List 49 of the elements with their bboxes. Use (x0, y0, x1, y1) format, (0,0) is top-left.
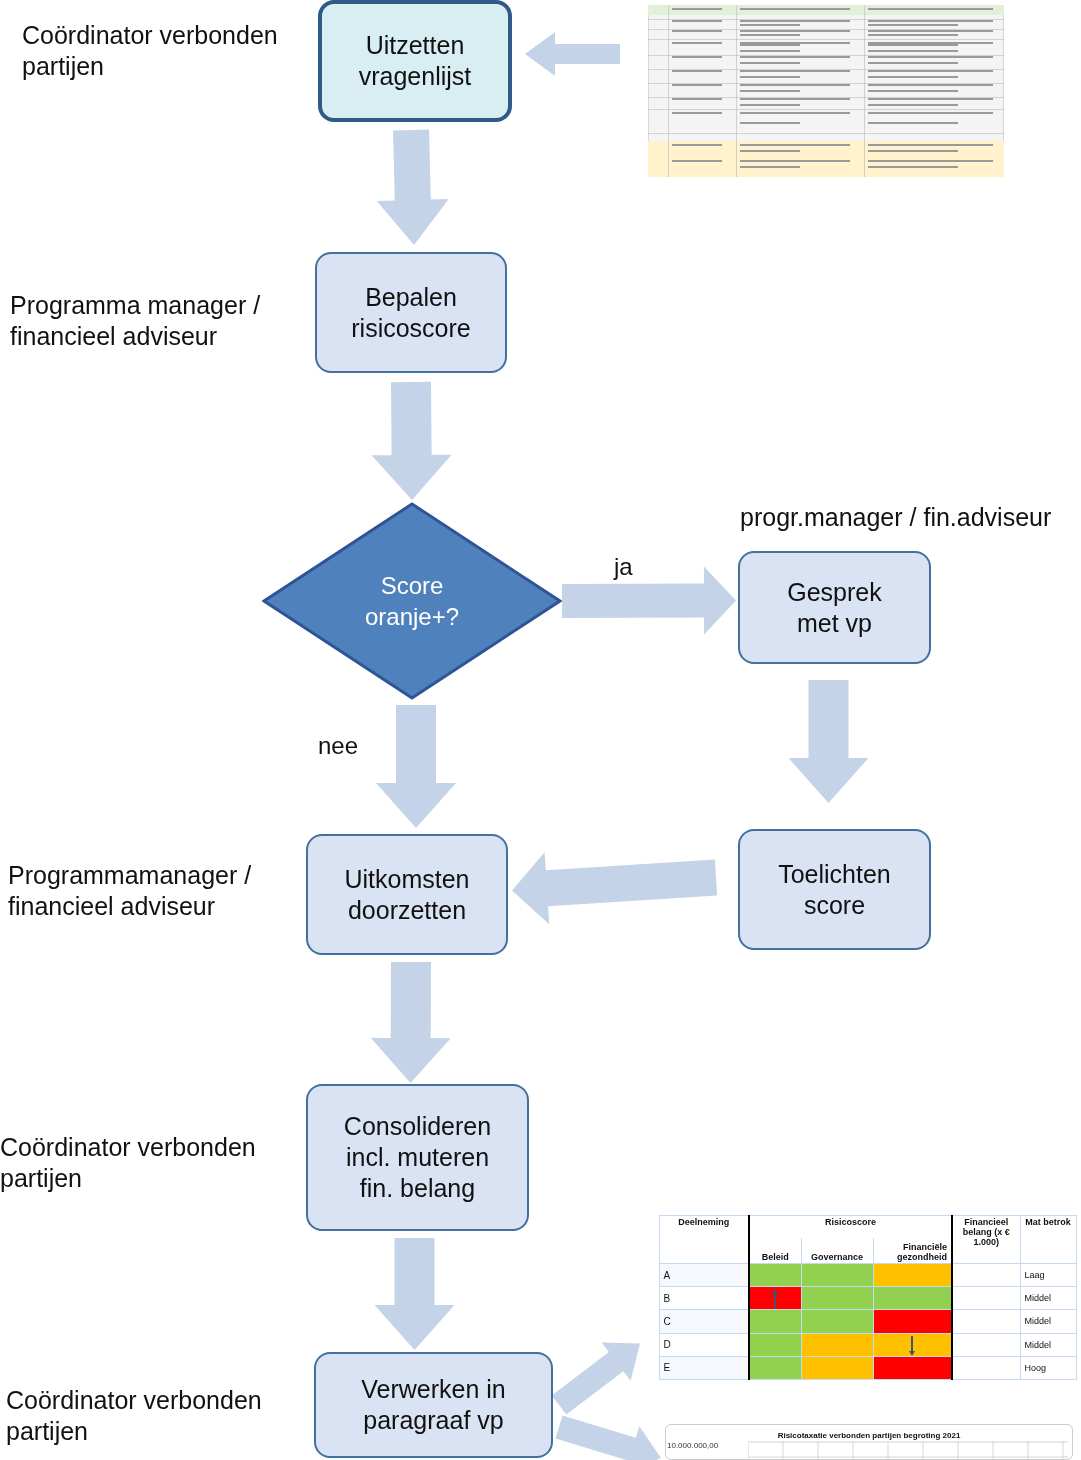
block-arrow (555, 1415, 661, 1460)
table-text: Middel (1020, 1286, 1076, 1310)
node-label: Uitkomsten doorzetten (343, 863, 471, 926)
node-label: Toelichten score (777, 858, 892, 921)
row-label: D (659, 1333, 749, 1357)
node-label: Bepalen risicoscore (350, 281, 472, 344)
process-box (738, 829, 931, 950)
role-label: Coördinator verbonden partijen (0, 1132, 257, 1194)
node-label: Gesprek met vp (786, 576, 883, 639)
role-label: Coördinator verbonden partijen (6, 1385, 263, 1447)
process-box (738, 551, 931, 664)
table-text: Middel (1020, 1309, 1076, 1334)
row-label: E (659, 1356, 749, 1380)
block-arrow (376, 129, 449, 245)
chart-panel (665, 1424, 1073, 1460)
block-arrow (374, 1238, 455, 1350)
node-label: Consolideren incl. muteren fin. belang (342, 1111, 493, 1204)
block-arrow (551, 1342, 640, 1415)
role-label: progr.manager / fin.adviseur (740, 502, 1053, 533)
role-label: Coördinator verbonden partijen (22, 20, 279, 82)
node-label: Score oranje+? (363, 571, 461, 632)
table-text: Middel (1020, 1333, 1076, 1357)
process-box (315, 252, 507, 373)
block-arrow (512, 852, 718, 925)
block-arrow (371, 381, 452, 500)
row-label: A (659, 1263, 749, 1287)
chart-title: Risicotaxatie verbonden partijen begroting 2021 (777, 1431, 961, 1440)
axis-tick: 10.000.000,00 (667, 1441, 719, 1450)
role-label: Programmamanager / financieel adviseur (8, 860, 253, 922)
table-header: Mat betrok (1020, 1215, 1076, 1264)
block-arrow (370, 961, 451, 1083)
process-box (314, 1352, 553, 1458)
node-label: Uitzetten vragenlijst (357, 30, 473, 92)
table-text: Laag (1020, 1263, 1076, 1287)
process-box (306, 834, 508, 955)
row-label: C (659, 1309, 749, 1334)
row-label: B (659, 1286, 749, 1310)
block-arrow (788, 680, 869, 803)
table-header: Financieel belang (x € 1.000) (952, 1215, 1020, 1264)
block-arrow (376, 705, 456, 828)
block-arrow (525, 32, 620, 76)
process-box (318, 0, 512, 122)
table-text: Hoog (1020, 1356, 1076, 1380)
block-arrow (562, 566, 736, 635)
process-box (306, 1084, 529, 1231)
node-label: Verwerken in paragraaf vp (360, 1374, 507, 1436)
role-label: Programma manager / financieel adviseur (10, 290, 262, 352)
table-header: Beleid (749, 1237, 801, 1264)
table-header: Governance (801, 1237, 873, 1264)
